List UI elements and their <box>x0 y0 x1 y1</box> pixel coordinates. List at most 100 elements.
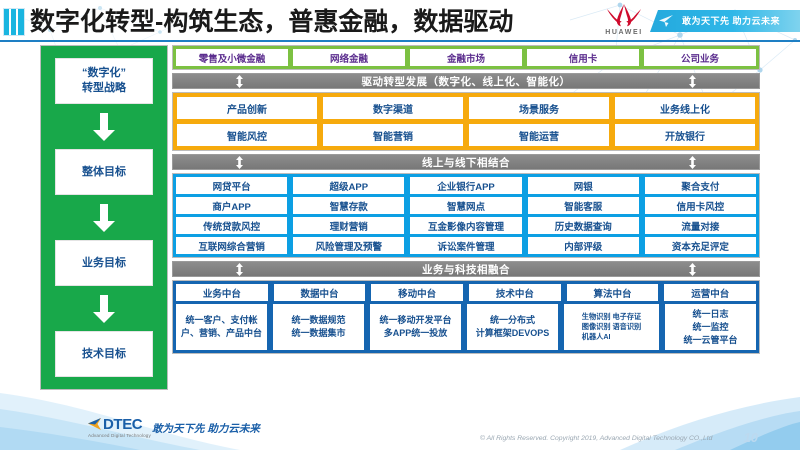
platform-algorithm-middle-office-label: 算法中台 <box>593 288 632 300</box>
dtec-tagline: Advanced Digital Technology <box>88 433 151 438</box>
app-traditional-loan-risk[interactable]: 传统贷款风控 <box>176 217 288 234</box>
app-image-content-management[interactable]: 互金影像内容管理 <box>410 217 522 234</box>
app-super-app[interactable]: 超级APP <box>293 177 405 194</box>
capability-product-innovation-label: 产品创新 <box>227 104 267 116</box>
capability-scenario-service[interactable]: 场景服务 <box>469 97 609 119</box>
capability-business-online[interactable]: 业务线上化 <box>615 97 755 119</box>
capability-open-bank[interactable]: 开放银行 <box>615 124 755 146</box>
platform-operation-middle-office[interactable]: 运营中台 <box>664 284 757 301</box>
app-risk-management-warning-label: 风险管理及预警 <box>315 241 383 253</box>
platform-description-row: 统一客户、支付帐户、营销、产品中台 统一数据规范统一数据集市 统一移动开发平台多… <box>176 304 756 350</box>
arrow-down-icon-1 <box>93 112 115 141</box>
sidebar-item-technology-goal-label: 技术目标 <box>82 347 126 360</box>
capabilities-row: 产品创新 数字渠道 场景服务 业务线上化 <box>177 97 755 119</box>
app-historical-data-query[interactable]: 历史数据查询 <box>527 217 639 234</box>
app-wealth-marketing[interactable]: 理财营销 <box>293 217 405 234</box>
applications-row: 商户APP 智慧存款 智慧网点 智能客服 信用卡风控 <box>176 197 757 214</box>
capability-business-online-label: 业务线上化 <box>660 104 710 116</box>
app-merchant-app[interactable]: 商户APP <box>176 197 288 214</box>
platform-data-middle-office-label: 数据中台 <box>300 288 339 300</box>
app-historical-data-query-label: 历史数据查询 <box>554 221 612 233</box>
dtec-wordmark: DTEC <box>103 415 143 433</box>
app-litigation-case-management-label: 诉讼案件管理 <box>437 241 495 253</box>
slide-header: 数字化转型-构筑生态，普惠金融，数据驱动 HUAWEI 敢为天下先 助力云未来 <box>0 0 800 42</box>
dtec-logo: DTEC Advanced Digital Technology <box>88 415 151 438</box>
app-aggregate-payment[interactable]: 聚合支付 <box>644 177 757 194</box>
divider-business-tech-fusion-label: 业务与科技相融合 <box>422 263 510 276</box>
sidebar-item-technology-goal[interactable]: 技术目标 <box>55 331 153 377</box>
huawei-wordmark: HUAWEI <box>605 29 643 36</box>
app-risk-management-warning[interactable]: 风险管理及预警 <box>293 237 405 254</box>
divider-business-tech-fusion: 业务与科技相融合 <box>172 261 760 277</box>
ribbon-label: 敢为天下先 助力云未来 <box>682 16 781 26</box>
app-wealth-marketing-label: 理财营销 <box>329 221 368 233</box>
platform-business-middle-office[interactable]: 业务中台 <box>176 284 268 301</box>
platform-operation-description: 统一日志统一监控统一云管平台 <box>665 304 756 350</box>
app-smart-customer-service-label: 智能客服 <box>564 201 603 213</box>
updown-arrow-icon-right-2 <box>689 156 696 169</box>
sidebar-item-business-goal[interactable]: 业务目标 <box>55 240 153 286</box>
capability-smart-marketing[interactable]: 智能营销 <box>323 124 463 146</box>
sidebar-item-strategy-label: “数字化”转型战略 <box>82 67 126 94</box>
sidebar-item-business-goal-label: 业务目标 <box>82 256 126 269</box>
capability-smart-operation[interactable]: 智能运营 <box>469 124 609 146</box>
capability-open-bank-label: 开放银行 <box>665 131 705 143</box>
app-capital-adequacy[interactable]: 资本充足评定 <box>644 237 757 254</box>
applications-row: 传统贷款风控 理财营销 互金影像内容管理 历史数据查询 流量对接 <box>176 217 757 234</box>
paper-plane-icon <box>659 15 673 27</box>
platform-mobile-description: 统一移动开发平台多APP统一投放 <box>370 304 461 350</box>
divider-online-offline: 线上与线下相结合 <box>172 154 760 170</box>
applications-row: 网贷平台 超级APP 企业银行APP 网银 聚合支付 <box>176 177 757 194</box>
capabilities-row: 智能风控 智能营销 智能运营 开放银行 <box>177 124 755 146</box>
platform-mobile-middle-office-label: 移动中台 <box>398 288 437 300</box>
applications-row: 互联网综合营销 风险管理及预警 诉讼案件管理 内部评级 资本充足评定 <box>176 237 757 254</box>
strategy-sidebar: “数字化”转型战略 整体目标 业务目标 技术目标 <box>40 45 168 390</box>
capability-smart-risk-control-label: 智能风控 <box>227 131 267 143</box>
app-credit-card-risk-label: 信用卡风控 <box>676 201 725 213</box>
platform-data-description: 统一数据规范统一数据集市 <box>273 304 364 350</box>
applications-band: 网贷平台 超级APP 企业银行APP 网银 聚合支付 商户APP 智慧存款 智慧… <box>172 173 760 258</box>
app-online-banking-label: 网银 <box>573 181 593 193</box>
business-line-financial-market[interactable]: 金融市场 <box>410 49 522 66</box>
app-litigation-case-management[interactable]: 诉讼案件管理 <box>410 237 522 254</box>
platform-data-middle-office[interactable]: 数据中台 <box>273 284 366 301</box>
dtec-triangle-icon <box>88 418 101 430</box>
platform-mobile-middle-office[interactable]: 移动中台 <box>371 284 464 301</box>
huawei-flower-icon <box>607 4 641 27</box>
page-number: 10 <box>743 430 758 445</box>
app-traffic-integration[interactable]: 流量对接 <box>644 217 757 234</box>
sidebar-item-strategy[interactable]: “数字化”转型战略 <box>55 58 153 104</box>
app-smart-deposit[interactable]: 智慧存款 <box>293 197 405 214</box>
business-line-internet-finance[interactable]: 网络金融 <box>293 49 405 66</box>
capability-digital-channel[interactable]: 数字渠道 <box>323 97 463 119</box>
app-internet-marketing[interactable]: 互联网综合营销 <box>176 237 288 254</box>
business-line-retail[interactable]: 零售及小微金融 <box>176 49 288 66</box>
app-internal-rating[interactable]: 内部评级 <box>527 237 639 254</box>
capability-smart-risk-control[interactable]: 智能风控 <box>177 124 317 146</box>
app-image-content-management-label: 互金影像内容管理 <box>428 221 505 233</box>
platform-tech-middle-office[interactable]: 技术中台 <box>469 284 561 301</box>
app-aggregate-payment-label: 聚合支付 <box>681 181 720 193</box>
capability-smart-marketing-label: 智能营销 <box>373 131 413 143</box>
app-super-app-label: 超级APP <box>329 181 369 193</box>
business-line-corporate[interactable]: 公司业务 <box>644 49 756 66</box>
copyright-notice: © All Rights Reserved. Copyright 2019, A… <box>480 435 713 442</box>
huawei-logo: HUAWEI <box>596 2 652 40</box>
capability-product-innovation[interactable]: 产品创新 <box>177 97 317 119</box>
app-smart-customer-service[interactable]: 智能客服 <box>527 197 639 214</box>
updown-arrow-icon-left-1 <box>236 75 243 88</box>
app-enterprise-bank-app[interactable]: 企业银行APP <box>410 177 522 194</box>
platform-algorithm-middle-office[interactable]: 算法中台 <box>566 284 659 301</box>
app-smart-branch[interactable]: 智慧网点 <box>410 197 522 214</box>
content-column: 零售及小微金融 网络金融 金融市场 信用卡 公司业务 驱动转型发展（数字化、线上… <box>172 45 760 354</box>
divider-online-offline-label: 线上与线下相结合 <box>422 156 510 169</box>
app-online-loan-platform[interactable]: 网贷平台 <box>176 177 288 194</box>
platform-tech-middle-office-label: 技术中台 <box>495 288 534 300</box>
app-internet-marketing-label: 互联网综合营销 <box>198 241 265 253</box>
app-credit-card-risk[interactable]: 信用卡风控 <box>644 197 757 214</box>
updown-arrow-icon-left-2 <box>236 156 243 169</box>
app-online-banking[interactable]: 网银 <box>527 177 639 194</box>
sidebar-item-overall-goal[interactable]: 整体目标 <box>55 149 153 195</box>
business-line-credit-card[interactable]: 信用卡 <box>527 49 639 66</box>
title-accent-bar <box>3 8 25 36</box>
